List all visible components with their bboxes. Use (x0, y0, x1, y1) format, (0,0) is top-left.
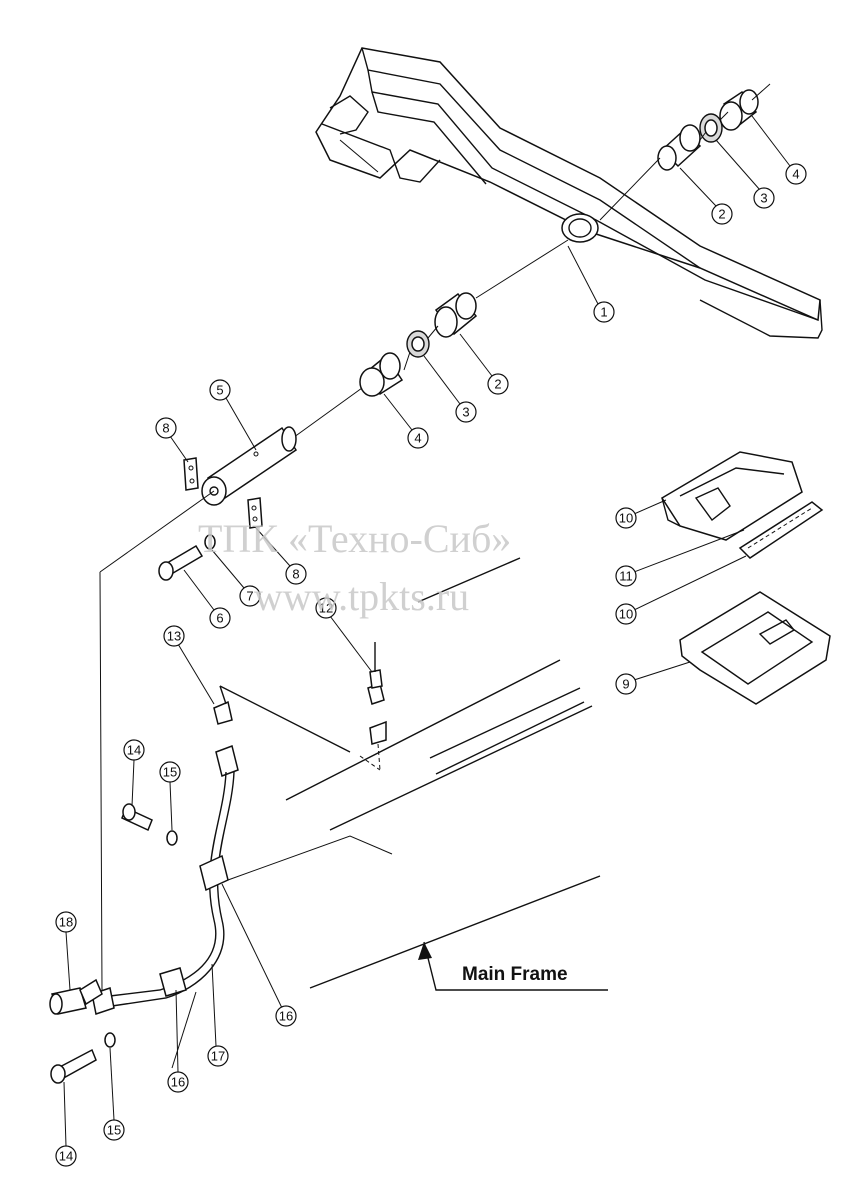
bushing-4-upper (719, 89, 759, 131)
svg-text:6: 6 (216, 611, 223, 626)
callout-3-mid: 3 (423, 355, 477, 423)
callout-5: 5 (209, 379, 257, 451)
bracket-9 (679, 591, 831, 705)
bushing-2-mid (434, 292, 478, 338)
svg-text:9: 9 (622, 677, 629, 692)
washer-7 (204, 534, 216, 550)
svg-text:2: 2 (718, 207, 725, 222)
plate-11 (738, 501, 824, 559)
callout-17: 17 (207, 963, 229, 1067)
callout-16-lower: 16 (167, 989, 189, 1093)
watermark-company: ТПК «Техно-Сиб» (198, 516, 511, 561)
callout-11: 11 (615, 529, 745, 587)
svg-text:3: 3 (760, 191, 767, 206)
svg-text:17: 17 (211, 1049, 225, 1064)
callout-14-lower: 14 (55, 1081, 77, 1167)
grease-hose-17 (91, 771, 235, 1015)
main-frame-label: Main Frame (462, 964, 568, 985)
main-frame-lines (285, 557, 601, 989)
svg-text:15: 15 (163, 765, 177, 780)
bolt-14-lower (50, 1048, 97, 1084)
svg-text:2: 2 (494, 377, 501, 392)
callout-10-lower: 10 (615, 555, 747, 625)
callout-14-upper: 14 (123, 739, 145, 807)
callout-9: 9 (615, 661, 691, 695)
washer-3-upper (699, 113, 723, 143)
watermark-url: www.tpkts.ru (254, 574, 469, 619)
svg-text:5: 5 (216, 383, 223, 398)
callout-4-mid: 4 (383, 393, 429, 449)
grease-fitting-13 (213, 685, 351, 777)
svg-text:16: 16 (279, 1009, 293, 1024)
washer-15-lower (104, 1032, 116, 1048)
svg-text:10: 10 (619, 607, 633, 622)
washer-3-mid (406, 330, 430, 358)
svg-text:16: 16 (171, 1075, 185, 1090)
callout-3-upper: 3 (715, 139, 775, 209)
callout-1: 1 (567, 245, 615, 323)
svg-text:7: 7 (246, 589, 253, 604)
washer-15-upper (166, 830, 178, 846)
svg-text:12: 12 (319, 601, 333, 616)
svg-text:8: 8 (292, 567, 299, 582)
lock-plate-8-upper (183, 457, 199, 491)
svg-text:4: 4 (792, 167, 799, 182)
callout-12: 12 (315, 597, 373, 673)
callout-10-upper: 10 (615, 499, 667, 529)
svg-text:15: 15 (107, 1123, 121, 1138)
callout-15-lower: 15 (103, 1047, 125, 1141)
svg-text:4: 4 (414, 431, 421, 446)
callout-6: 6 (183, 569, 231, 629)
callout-8-upper: 8 (155, 417, 189, 463)
elbow-fitting-18 (49, 978, 103, 1015)
leaf-spring (315, 47, 823, 339)
bushing-4-mid (359, 352, 404, 397)
svg-text:10: 10 (619, 511, 633, 526)
svg-text:8: 8 (162, 421, 169, 436)
svg-text:1: 1 (600, 305, 607, 320)
svg-text:13: 13 (167, 629, 181, 644)
callout-13: 13 (163, 625, 215, 705)
bolt-6 (158, 544, 204, 581)
lock-plate-8-lower (247, 497, 263, 529)
callout-18: 18 (55, 911, 77, 991)
callout-2-upper: 2 (679, 167, 733, 225)
callout-7: 7 (211, 549, 261, 607)
bushing-2-upper (657, 124, 702, 171)
svg-text:3: 3 (462, 405, 469, 420)
svg-text:18: 18 (59, 915, 73, 930)
callout-4-upper: 4 (751, 115, 807, 185)
main-frame-arrow (418, 941, 608, 991)
svg-text:11: 11 (619, 569, 633, 584)
callout-2-mid: 2 (459, 333, 509, 395)
svg-text:14: 14 (59, 1149, 73, 1164)
callout-15-upper: 15 (159, 761, 181, 831)
grease-fitting-12 (359, 642, 387, 771)
callout-16-upper: 16 (221, 883, 297, 1027)
callout-8-lower: 8 (255, 527, 307, 585)
svg-text:14: 14 (127, 743, 141, 758)
bolt-14-upper (121, 803, 153, 832)
bracket-10-upper (660, 451, 803, 541)
